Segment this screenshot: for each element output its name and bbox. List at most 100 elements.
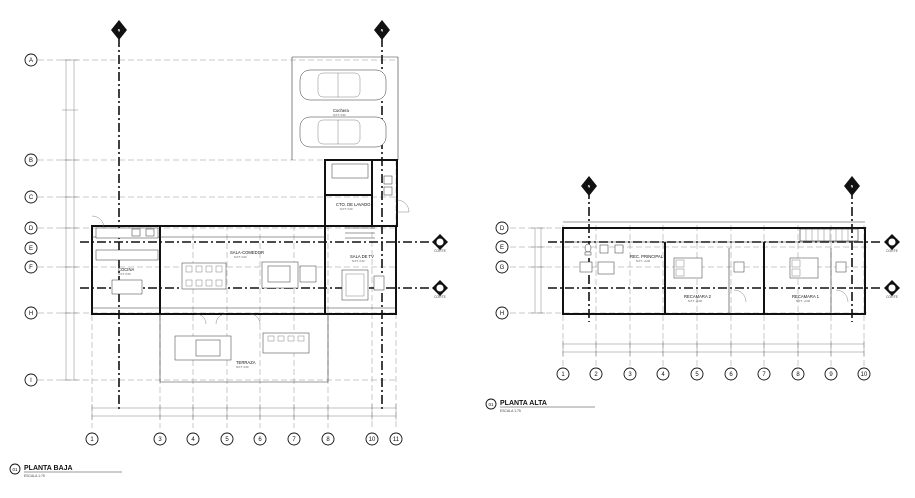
terrace-area: TERRAZA N.P.T. 0.00 bbox=[159, 314, 329, 383]
toilet-icon bbox=[584, 243, 592, 256]
axis-label: 4 bbox=[661, 372, 665, 378]
bedroom-1-area: RECAMARA 1 N.P.T. +3.00 bbox=[789, 257, 849, 303]
ground-floor-plan: Cochera N.P.T. 0.00 CTO. DE LAVADO N.P.T… bbox=[9, 20, 448, 478]
axis-bubble-i bbox=[24, 373, 38, 387]
section-arrow-icon: CORTE bbox=[432, 280, 448, 299]
section-arrow-icon: CORTE bbox=[884, 280, 900, 299]
plan-scale: ESCALA 1:75 bbox=[24, 474, 45, 478]
axis-bubble-h bbox=[495, 306, 509, 320]
upper-left-dimension-chain bbox=[531, 227, 545, 314]
section-label: CORTE bbox=[886, 249, 899, 253]
axis-label: 1 bbox=[90, 437, 94, 443]
plan-number: 01 bbox=[488, 402, 494, 407]
axis-label: F bbox=[29, 265, 33, 271]
axis-label: A bbox=[29, 58, 33, 64]
axis-label: D bbox=[500, 226, 505, 232]
ground-row-bubbles: A B C D E F H I bbox=[24, 53, 38, 387]
axis-label: 4 bbox=[191, 437, 195, 443]
axis-bubble-8 bbox=[321, 432, 335, 446]
axis-bubble-d bbox=[495, 221, 509, 235]
level-note: N.P.T. +3.00 bbox=[796, 299, 811, 303]
axis-bubble-1 bbox=[556, 367, 570, 381]
kitchen-area: COCINA N.P.T. 0.00 bbox=[95, 227, 159, 295]
axis-bubble-d bbox=[24, 221, 38, 235]
axis-bubble-a bbox=[24, 53, 38, 67]
door-swing-icon bbox=[91, 215, 105, 229]
axis-bubble-3 bbox=[623, 367, 637, 381]
section-arrow-icon: CORTE bbox=[884, 234, 900, 253]
level-note: N.P.T. 0.00 bbox=[340, 207, 353, 211]
axis-bubble-11 bbox=[389, 432, 403, 446]
plan-scale: ESCALA 1:75 bbox=[500, 409, 521, 413]
north-label: N bbox=[851, 185, 854, 189]
axis-label: 7 bbox=[762, 372, 766, 378]
upper-row-bubbles: D E G H bbox=[495, 221, 509, 320]
car-icon bbox=[299, 69, 387, 101]
level-note: N.P.T. 0.00 bbox=[333, 113, 346, 117]
door-swing-icon bbox=[835, 289, 849, 303]
axis-label: 7 bbox=[292, 437, 296, 443]
plan-number: 01 bbox=[12, 467, 18, 472]
bed-icon bbox=[789, 257, 819, 279]
axis-label: 8 bbox=[796, 372, 800, 378]
room-label-cocina: COCINA bbox=[118, 267, 134, 272]
axis-label: 5 bbox=[225, 437, 229, 443]
room-label-recamara-1: RECAMARA 1 bbox=[792, 294, 820, 299]
axis-label: H bbox=[500, 311, 504, 317]
axis-bubble-1 bbox=[85, 432, 99, 446]
axis-label: C bbox=[29, 195, 34, 201]
laundry-block: CTO. DE LAVADO N.P.T. 0.00 bbox=[324, 159, 410, 227]
axis-bubble-h bbox=[24, 306, 38, 320]
axis-bubble-6 bbox=[253, 432, 267, 446]
axis-label: I bbox=[30, 378, 32, 384]
axis-bubble-5 bbox=[220, 432, 234, 446]
ground-bottom-dimension-chain bbox=[91, 404, 397, 420]
ground-floor-title: 01 PLANTA BAJA ESCALA 1:75 bbox=[9, 463, 122, 478]
level-note: N.P.T. +3.00 bbox=[688, 299, 703, 303]
axis-bubble-9 bbox=[824, 367, 838, 381]
north-label: N bbox=[118, 29, 121, 33]
upper-floor-plan: REC. PRINCIPAL N.P.T. +3.00 RECAMARA 2 N… bbox=[485, 176, 900, 413]
door-swing-icon bbox=[195, 313, 207, 325]
axis-bubble-5 bbox=[690, 367, 704, 381]
axis-label: 9 bbox=[829, 372, 833, 378]
axis-label: E bbox=[500, 245, 504, 251]
door-swing-icon bbox=[215, 313, 227, 325]
north-label: N bbox=[588, 185, 591, 189]
door-swing-icon bbox=[249, 313, 261, 325]
axis-label: G bbox=[500, 265, 505, 271]
living-dining-area: SALA-COMEDOR N.P.T. 0.00 bbox=[181, 250, 317, 290]
axis-label: 10 bbox=[861, 372, 868, 378]
north-arrow-icon: N bbox=[581, 176, 597, 196]
axis-label: 8 bbox=[326, 437, 330, 443]
axis-label: B bbox=[29, 158, 33, 164]
axis-bubble-4 bbox=[656, 367, 670, 381]
plan-title: PLANTA ALTA bbox=[500, 400, 547, 407]
car-icon bbox=[299, 116, 387, 148]
north-arrow-icon: N bbox=[374, 20, 390, 40]
bed-icon bbox=[673, 257, 703, 279]
axis-label: 5 bbox=[695, 372, 699, 378]
north-label: N bbox=[381, 29, 384, 33]
upper-stairs bbox=[799, 228, 859, 242]
section-arrow-icon: CORTE bbox=[432, 234, 448, 253]
door-swing-icon bbox=[396, 199, 410, 213]
level-note: N.P.T. +3.00 bbox=[636, 259, 651, 263]
axis-label: E bbox=[29, 246, 33, 252]
axis-bubble-e bbox=[495, 240, 509, 254]
upper-bottom-dimension-chain bbox=[562, 340, 865, 356]
axis-label: 3 bbox=[628, 372, 632, 378]
bedroom-2-area: RECAMARA 2 N.P.T. +3.00 bbox=[673, 257, 747, 303]
axis-bubble-b bbox=[24, 153, 38, 167]
master-bedroom-area: REC. PRINCIPAL N.P.T. +3.00 bbox=[579, 243, 664, 275]
axis-label: 3 bbox=[158, 437, 162, 443]
axis-label: 10 bbox=[369, 437, 376, 443]
room-label-sala-comedor: SALA-COMEDOR bbox=[230, 250, 264, 255]
axis-bubble-2 bbox=[589, 367, 603, 381]
axis-label: 6 bbox=[729, 372, 733, 378]
room-label-cto-lavado: CTO. DE LAVADO bbox=[336, 202, 371, 207]
level-note: N.P.T. 0.00 bbox=[234, 255, 247, 259]
tv-room-area: SALA DE TV N.P.T. 0.00 bbox=[341, 227, 385, 301]
room-label-sala-tv: SALA DE TV bbox=[350, 254, 374, 259]
